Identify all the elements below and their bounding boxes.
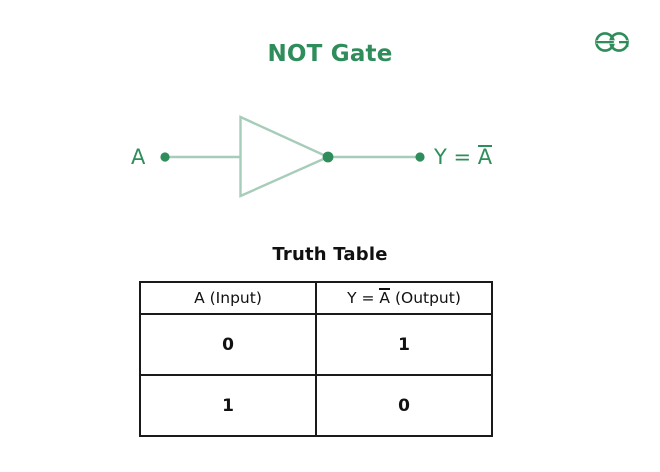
truth-table: A (Input) Y = A (Output) 0 1 1 0 (139, 281, 493, 437)
header-cell-input: A (Input) (139, 281, 317, 315)
geeksforgeeks-logo (590, 26, 634, 58)
output-label: Y = A (434, 145, 493, 169)
table-row: 0 1 (139, 313, 493, 376)
cell-input-row0: 0 (139, 313, 317, 376)
header-output-overbar-var: A (379, 288, 391, 307)
output-label-prefix: Y = (434, 145, 478, 169)
input-node-dot (160, 152, 170, 162)
page-title: NOT Gate (267, 41, 393, 67)
output-label-overbar-var: A (477, 145, 493, 169)
header-output-suffix: (Output) (390, 289, 461, 307)
table-row: 1 0 (139, 374, 493, 437)
header-cell-output: Y = A (Output) (315, 281, 493, 315)
header-output-prefix: Y = (347, 289, 380, 307)
truth-table-heading: Truth Table (272, 244, 388, 265)
cell-output-row0: 1 (315, 313, 493, 376)
table-header-row: A (Input) Y = A (Output) (139, 281, 493, 315)
cell-input-row1: 1 (139, 374, 317, 437)
cell-output-row1: 0 (315, 374, 493, 437)
inverter-triangle (239, 115, 331, 198)
output-node-dot (415, 152, 425, 162)
gate-apex-node-dot (322, 151, 334, 163)
input-label: A (131, 145, 146, 169)
not-gate-diagram (0, 95, 660, 215)
